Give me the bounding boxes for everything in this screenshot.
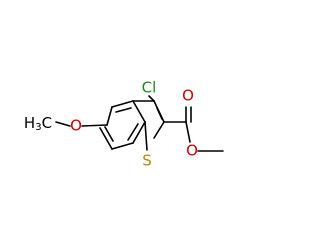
bond (111, 100, 134, 108)
methyl-group-label: H3C (24, 114, 52, 134)
methyl-hydrogen: H (24, 114, 35, 132)
chlorine-label: Cl (142, 79, 157, 97)
bond (99, 127, 113, 150)
bond (55, 121, 71, 127)
carbonyl-oxygen-label: O (182, 87, 194, 105)
methoxy-oxygen-label: O (70, 117, 82, 135)
bond (132, 100, 146, 123)
methyl-subscript: 3 (35, 122, 41, 133)
bond (115, 107, 132, 113)
ester-oxygen-label: O (186, 142, 198, 160)
bond (144, 121, 148, 151)
bond (132, 121, 146, 144)
bond (106, 106, 113, 126)
bond (104, 126, 114, 142)
methyl-carbon: C (42, 114, 52, 132)
structure-diagram: Cl S O O O H3C (24, 79, 224, 170)
molecule-canvas: Cl S O O O H3C (23, 78, 224, 170)
bond (148, 95, 155, 102)
bond (127, 123, 139, 141)
sulfur-label: S (142, 152, 152, 170)
bond (111, 142, 134, 150)
bond (81, 124, 108, 127)
bond (153, 121, 165, 139)
bond (185, 121, 191, 143)
bonds (55, 95, 224, 152)
bond (156, 107, 163, 120)
